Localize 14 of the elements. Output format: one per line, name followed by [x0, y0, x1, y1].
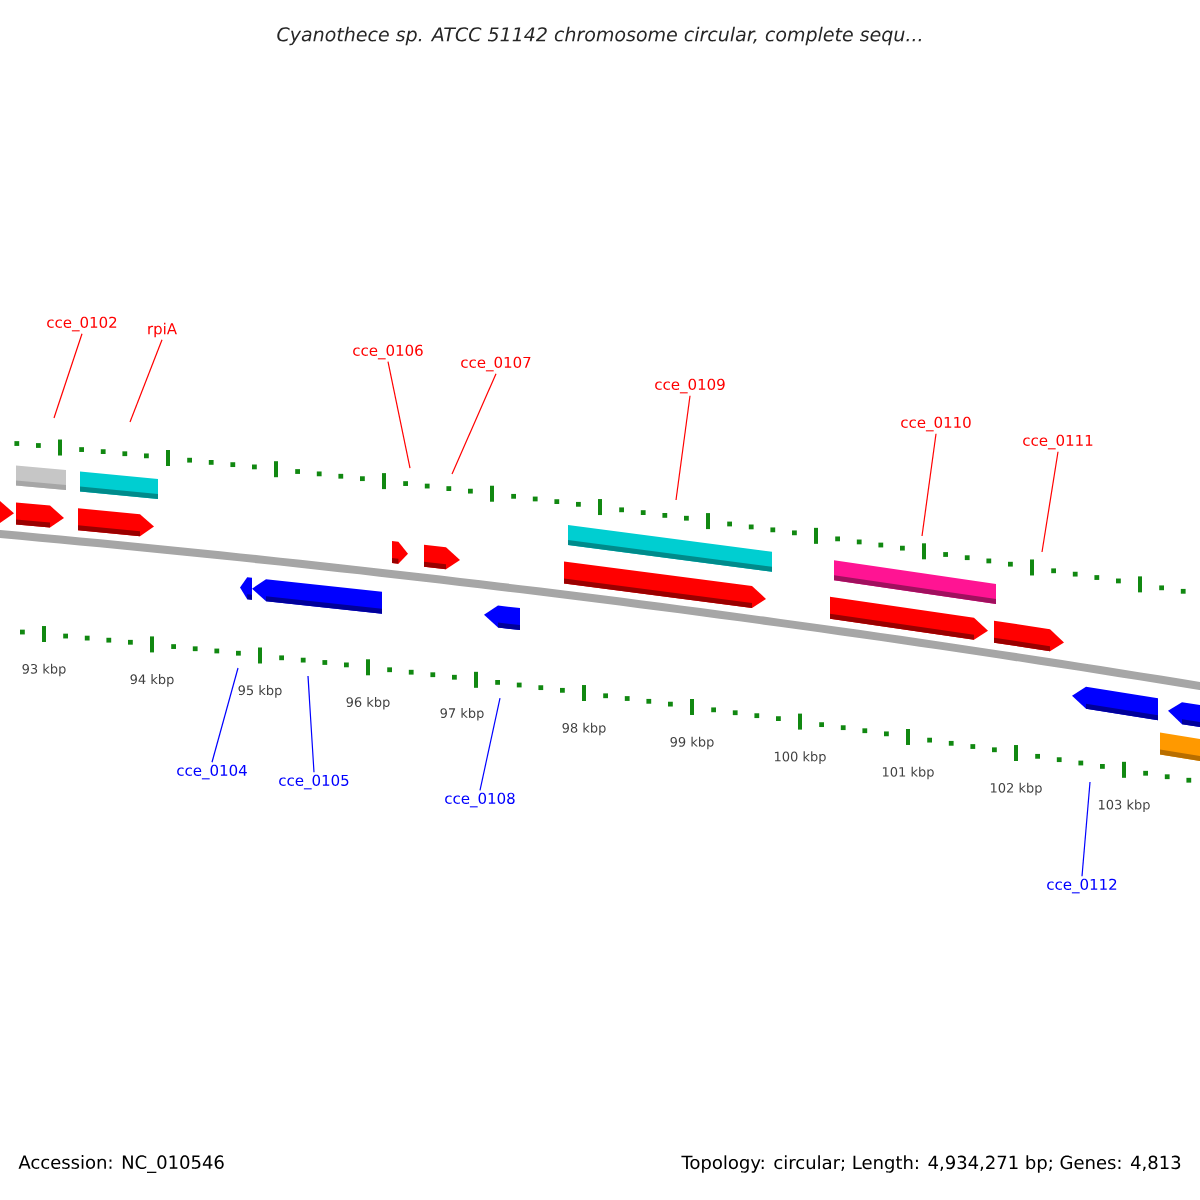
leader-line	[675, 395, 691, 501]
leader-line	[479, 697, 501, 791]
footer-text: Topology: circular; Length: 4,934,271 bp; Genes: 4,813	[681, 1155, 1181, 1173]
leader-line	[921, 433, 937, 537]
leader-line	[1041, 451, 1059, 553]
leader-line	[211, 667, 239, 763]
title: Cyanothece sp. ATCC 51142 chromosome circular, complete sequ...	[277, 26, 921, 46]
leader-line	[387, 361, 411, 469]
leader-line	[53, 333, 83, 419]
leader-line	[307, 675, 315, 773]
leader-line	[129, 339, 163, 423]
leader-line	[1081, 781, 1091, 877]
footer-text: Accession: NC_010546	[18, 1155, 224, 1173]
leader-line	[451, 373, 497, 475]
